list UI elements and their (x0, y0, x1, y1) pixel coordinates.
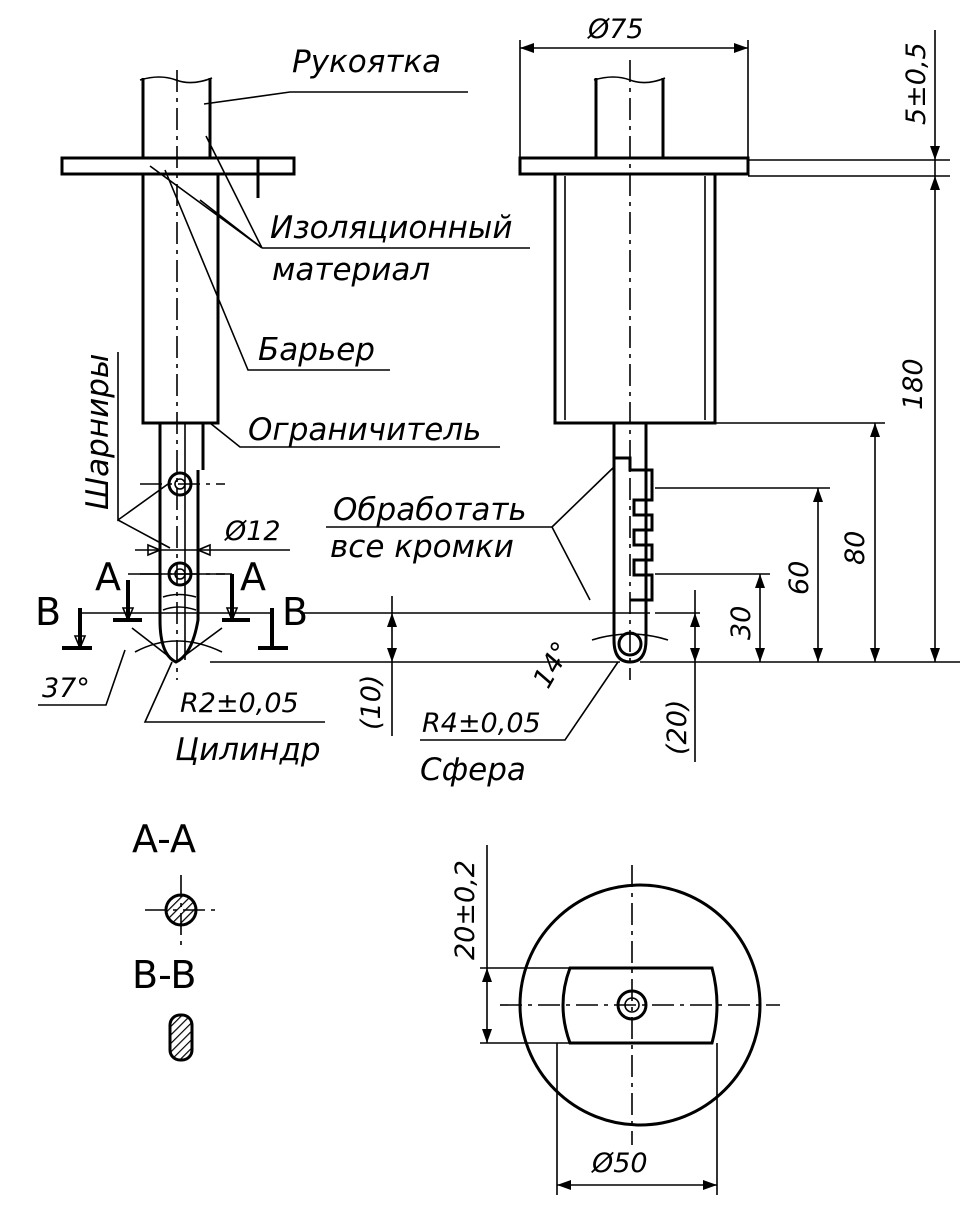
plan-view (480, 845, 780, 1195)
label-cylinder: Цилиндр (175, 732, 321, 768)
section-b-left: B (35, 590, 61, 634)
leader-limiter (209, 422, 500, 448)
dim-20-tolerance: 20±0,2 (450, 860, 481, 960)
label-barrier: Барьер (258, 332, 375, 368)
leader-barrier (164, 169, 390, 371)
section-texts: A A B B A-A B-B (35, 555, 308, 997)
plan-body-shape (561, 966, 719, 1045)
labels: Рукоятка Изоляционный материал Барьер Ог… (80, 44, 527, 788)
dim-5: 5±0,5 (901, 42, 932, 125)
test-finger-outline (158, 470, 200, 664)
label-handle: Рукоятка (292, 44, 441, 80)
section-a-left: A (95, 555, 121, 599)
section-mark-b-left (62, 608, 92, 650)
side-view (210, 30, 960, 762)
dim-20: (20) (662, 700, 693, 755)
label-hinges: Шарниры (80, 354, 116, 510)
leader-37deg (38, 649, 126, 706)
dim-180: 180 (898, 358, 929, 410)
leader-process-edges (551, 465, 616, 601)
section-aa-title: A-A (132, 817, 196, 861)
front-view (38, 70, 530, 723)
dim-r4: R4±0,05 (422, 708, 541, 739)
label-limiter: Ограничитель (248, 412, 481, 448)
label-insulating-1: Изоляционный (270, 210, 512, 246)
dimension-texts: Ø75 5±0,5 180 80 60 30 (20) (10) Ø12 R2±… (42, 14, 932, 1179)
barrier-plate-side (518, 156, 750, 176)
section-bb-shape (168, 1013, 194, 1062)
dim-80: 80 (840, 531, 871, 565)
leader-handle (203, 91, 468, 105)
dim-r2: R2±0,05 (180, 688, 299, 719)
dim-dia12: Ø12 (224, 516, 281, 547)
dim-angle-37: 37° (42, 673, 90, 704)
dim-30: 30 (726, 606, 757, 640)
leader-r4 (420, 661, 619, 741)
section-views (145, 875, 215, 1062)
section-mark-b-right (258, 608, 288, 650)
section-b-right: B (282, 590, 308, 634)
limiter-outline (158, 423, 205, 470)
section-a-right: A (240, 555, 266, 599)
handle-break-line (139, 76, 213, 84)
dim-10: (10) (356, 675, 387, 730)
section-bb-title: B-B (132, 953, 197, 997)
leader-r2 (143, 661, 325, 723)
label-process-2: все кромки (330, 529, 514, 565)
dim-angle-14: 14° (527, 637, 578, 694)
dim-60: 60 (784, 561, 815, 595)
leader-hinges (117, 352, 171, 549)
barrier-plate (60, 156, 296, 176)
label-sphere: Сфера (420, 752, 526, 788)
insulating-body-side (553, 174, 717, 425)
label-insulating-2: материал (272, 252, 430, 288)
handle-outline-side (594, 78, 665, 158)
insulating-body (141, 174, 220, 425)
label-process-1: Обработать (333, 492, 527, 528)
dim-dia50: Ø50 (591, 1148, 648, 1179)
dim-dia75: Ø75 (587, 14, 644, 45)
finger-joints (614, 456, 654, 602)
leader-insulating (149, 135, 263, 249)
